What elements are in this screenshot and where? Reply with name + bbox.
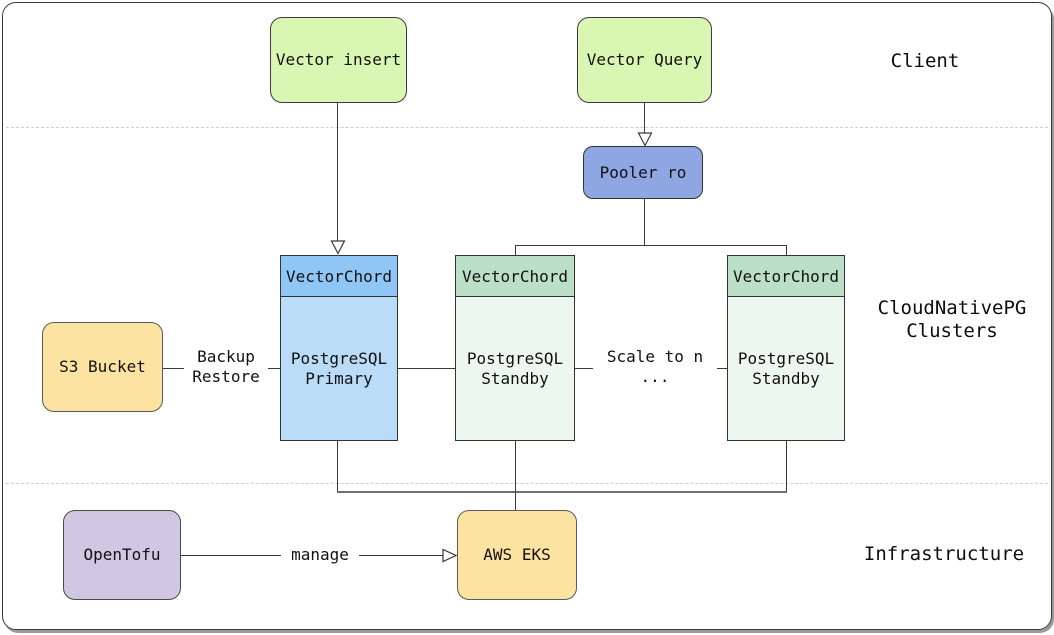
cnpg-label-line2: Clusters — [906, 320, 998, 342]
node-vector-query: Vector Query — [577, 17, 712, 103]
primary-header: VectorChord — [281, 256, 397, 297]
section-label-cloudnativepg-clusters: CloudNativePG Clusters — [852, 297, 1052, 343]
separator-clusters-infrastructure — [6, 483, 1048, 484]
edge-vector-insert-to-primary — [337, 103, 338, 241]
scale-label-line1: Scale to n — [606, 347, 704, 366]
standby2-label-line2: Standby — [752, 368, 820, 388]
node-pooler-ro: Pooler ro — [583, 146, 703, 199]
edge-standby2-down — [786, 441, 787, 492]
node-postgresql-standby-2: VectorChord PostgreSQL Standby — [727, 255, 845, 441]
separator-client-clusters — [6, 127, 1048, 128]
node-postgresql-primary: VectorChord PostgreSQL Primary — [280, 255, 398, 441]
section-label-client: Client — [890, 50, 960, 72]
node-s3-bucket: S3 Bucket — [42, 322, 163, 412]
edge-label-backup-restore: Backup Restore — [184, 346, 268, 388]
standby1-label-line2: Standby — [481, 368, 549, 388]
edge-branch-to-standby2 — [786, 245, 787, 255]
cnpg-label-line1: CloudNativePG — [877, 297, 1027, 319]
standby2-body: PostgreSQL Standby — [728, 297, 844, 440]
arrowhead-down-icon — [330, 240, 346, 255]
arrowhead-down-icon — [637, 132, 653, 147]
primary-label-line1: PostgreSQL — [290, 348, 388, 368]
standby1-body: PostgreSQL Standby — [456, 297, 574, 440]
backup-label: Backup — [197, 347, 255, 366]
edge-label-scale-to-n: Scale to n ... — [593, 346, 717, 388]
primary-body: PostgreSQL Primary — [281, 297, 397, 440]
edge-vector-query-to-pooler — [644, 103, 645, 133]
edge-primary-to-standby1 — [398, 368, 455, 369]
restore-label: Restore — [192, 367, 260, 386]
arrowhead-right-icon — [442, 548, 458, 563]
node-opentofu: OpenTofu — [63, 510, 181, 600]
standby2-label-line1: PostgreSQL — [737, 348, 835, 368]
edge-standby1-to-eks — [515, 441, 516, 510]
node-aws-eks: AWS EKS — [457, 510, 577, 600]
section-label-infrastructure: Infrastructure — [863, 543, 1025, 565]
edge-merged-to-eks — [337, 491, 787, 493]
standby2-header: VectorChord — [728, 256, 844, 297]
node-vector-insert: Vector insert — [270, 17, 407, 103]
node-postgresql-standby-1: VectorChord PostgreSQL Standby — [455, 255, 575, 441]
standby1-label-line1: PostgreSQL — [466, 348, 564, 368]
edge-pooler-down — [644, 199, 645, 245]
scale-label-line2: ... — [640, 367, 670, 386]
edge-pooler-branch — [515, 245, 787, 246]
primary-label-line2: Primary — [305, 368, 373, 388]
edge-branch-to-standby1 — [515, 245, 516, 255]
edge-primary-down — [337, 441, 338, 492]
standby1-header: VectorChord — [456, 256, 574, 297]
edge-label-manage: manage — [281, 544, 359, 566]
